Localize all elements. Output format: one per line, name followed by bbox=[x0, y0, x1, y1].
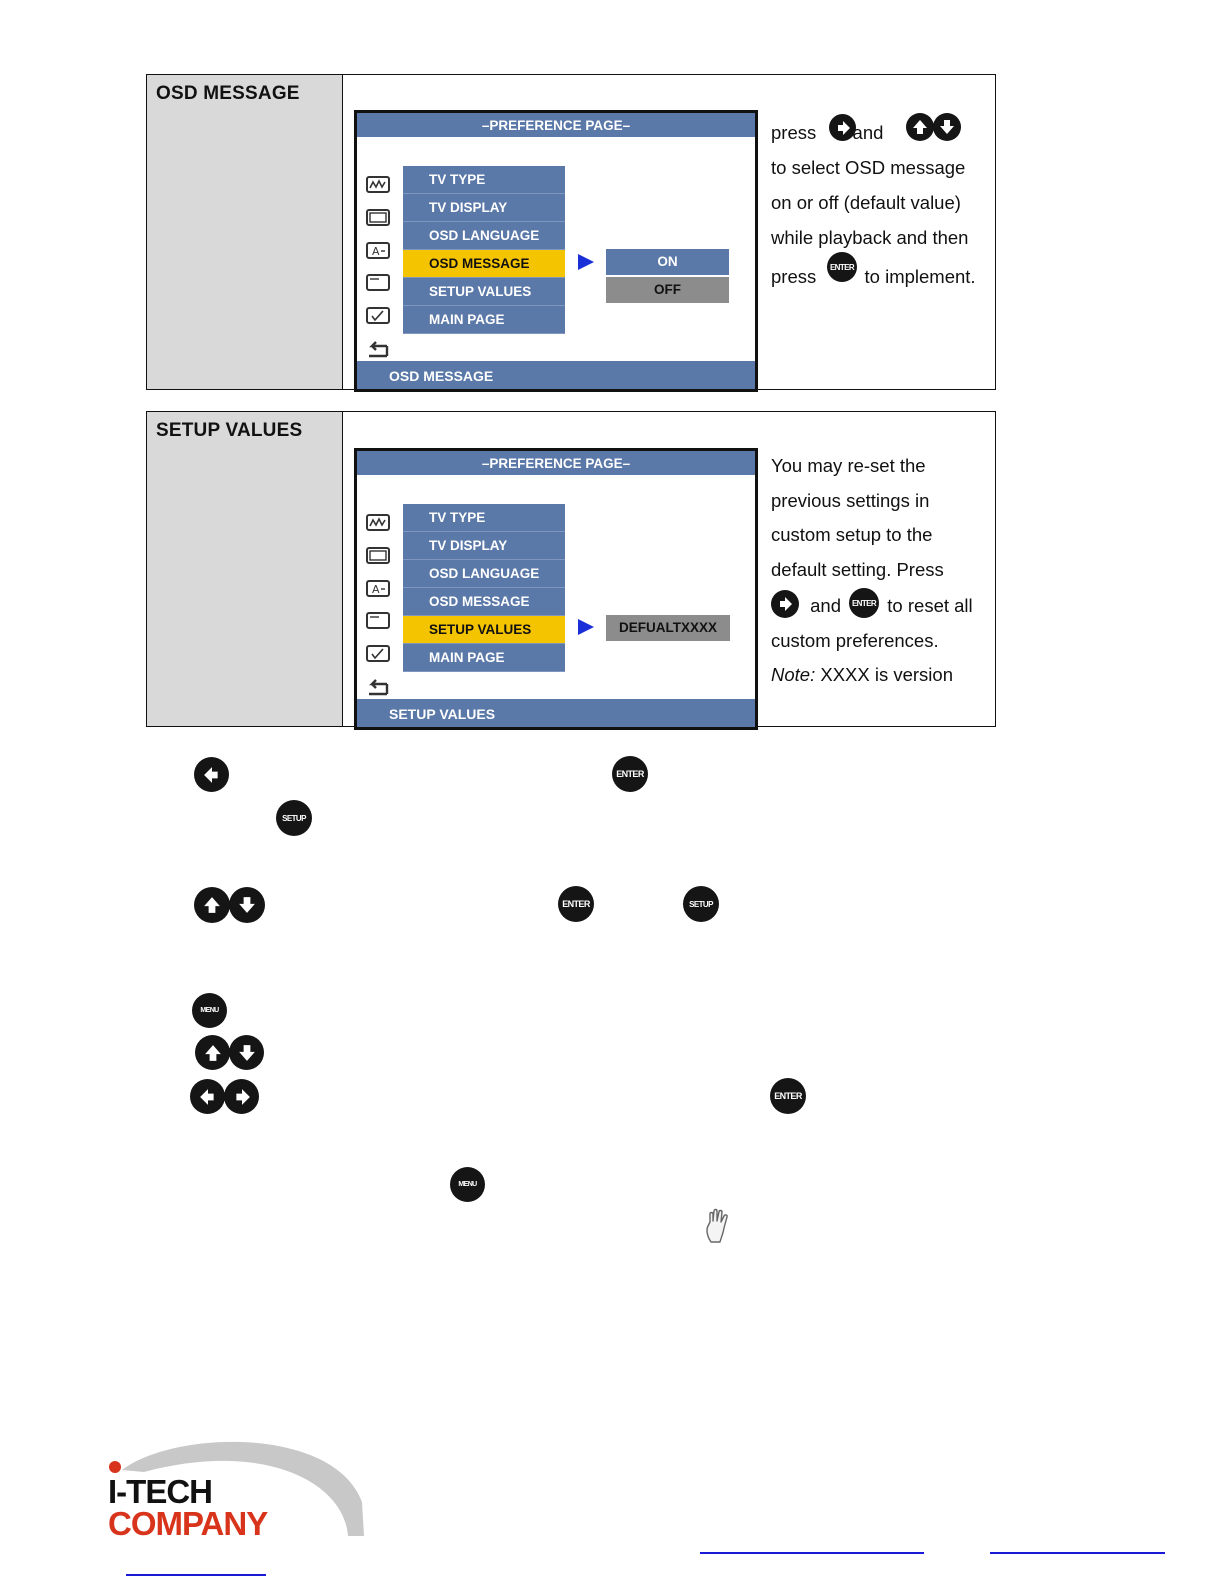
desc-text: to reset all bbox=[887, 595, 973, 616]
preference-menu: TV TYPE TV DISPLAY OSD LANGUAGE OSD MESS… bbox=[403, 504, 565, 672]
svg-text:A: A bbox=[372, 245, 380, 258]
selection-pointer-icon bbox=[578, 254, 594, 270]
enter-button-icon: ENTER bbox=[612, 756, 648, 792]
menu-item-tv-display[interactable]: TV DISPLAY bbox=[403, 532, 565, 560]
osd-screen: –PREFERENCE PAGE– A TV TYPE TV DISPLAY O… bbox=[354, 110, 758, 392]
hand-icon bbox=[706, 1208, 728, 1243]
desc-line: while playback and then bbox=[771, 227, 969, 248]
osd-message-row: OSD MESSAGE –PREFERENCE PAGE– A TV TYPE … bbox=[146, 74, 996, 392]
link-underline[interactable] bbox=[126, 1574, 266, 1576]
menu-item-main-page[interactable]: MAIN PAGE bbox=[403, 306, 565, 334]
row-label: OSD MESSAGE bbox=[156, 83, 300, 104]
osd-message-icon bbox=[366, 612, 390, 630]
desc-line: and to reset all bbox=[771, 589, 989, 624]
screen-header: –PREFERENCE PAGE– bbox=[357, 113, 755, 137]
setup-button-icon: SETUP bbox=[683, 886, 719, 922]
right-arrow-button-icon bbox=[224, 1079, 259, 1114]
desc-text: to implement. bbox=[864, 266, 976, 287]
tv-display-icon bbox=[366, 546, 390, 564]
enter-button-icon: ENTER bbox=[770, 1078, 806, 1114]
menu-button-icon: MENU bbox=[192, 993, 227, 1028]
enter-button-icon: ENTER bbox=[849, 588, 879, 618]
option-default[interactable]: DEFUALTXXXX bbox=[606, 615, 730, 641]
option-off[interactable]: OFF bbox=[606, 277, 729, 303]
row-description: press and to select OSD message on or of… bbox=[771, 115, 989, 294]
right-arrow-button-icon bbox=[829, 114, 856, 141]
row-label-cell: OSD MESSAGE bbox=[147, 75, 343, 389]
link-underline[interactable] bbox=[700, 1552, 924, 1554]
osd-screen: –PREFERENCE PAGE– A TV TYPE TV DISPLAY O… bbox=[354, 448, 758, 730]
osd-message-icon bbox=[366, 274, 390, 292]
desc-text: press bbox=[771, 266, 817, 287]
desc-line: Note: XXXX is version bbox=[771, 658, 989, 693]
desc-text: press bbox=[771, 122, 817, 143]
desc-line: to select OSD message bbox=[771, 157, 966, 178]
menu-item-osd-language[interactable]: OSD LANGUAGE bbox=[403, 560, 565, 588]
desc-line: press and bbox=[771, 115, 989, 150]
menu-icons: A bbox=[366, 513, 392, 710]
link-underline[interactable] bbox=[990, 1552, 1165, 1554]
down-arrow-button-icon bbox=[229, 1035, 264, 1070]
desc-line: previous settings in bbox=[771, 489, 930, 511]
desc-line: on or off (default value) bbox=[771, 192, 961, 213]
menu-item-setup-values[interactable]: SETUP VALUES bbox=[403, 278, 565, 306]
screen-footer: OSD MESSAGE bbox=[357, 361, 755, 389]
left-arrow-button-icon bbox=[190, 1079, 225, 1114]
screen-footer: SETUP VALUES bbox=[357, 699, 755, 727]
menu-item-tv-type[interactable]: TV TYPE bbox=[403, 166, 565, 194]
row-label-cell: SETUP VALUES bbox=[147, 412, 343, 726]
tv-type-icon bbox=[366, 514, 390, 531]
enter-button-icon: ENTER bbox=[827, 252, 857, 282]
company-logo: I-TECH COMPANY bbox=[108, 1441, 364, 1542]
setup-values-row: SETUP VALUES –PREFERENCE PAGE– A TV TYPE… bbox=[146, 411, 996, 730]
setup-button-icon: SETUP bbox=[276, 800, 312, 836]
logo-text-line1: I-TECH bbox=[108, 1473, 212, 1510]
up-arrow-button-icon bbox=[194, 887, 230, 923]
setup-values-icon bbox=[366, 645, 390, 663]
down-arrow-button-icon bbox=[229, 887, 265, 923]
menu-item-osd-message[interactable]: OSD MESSAGE bbox=[403, 250, 565, 278]
menu-item-setup-values[interactable]: SETUP VALUES bbox=[403, 616, 565, 644]
desc-line: default setting. Press bbox=[771, 558, 944, 580]
logo-text-line2: COMPANY bbox=[108, 1505, 268, 1542]
desc-text: and bbox=[810, 595, 842, 616]
svg-text:A: A bbox=[372, 583, 380, 596]
menu-icons: A bbox=[366, 175, 392, 372]
tv-type-icon bbox=[366, 176, 390, 193]
right-arrow-button-icon bbox=[771, 590, 799, 618]
setup-values-icon bbox=[366, 307, 390, 325]
row-label: SETUP VALUES bbox=[156, 420, 303, 441]
desc-line: You may re-set the bbox=[771, 455, 926, 476]
up-arrow-button-icon bbox=[906, 113, 934, 141]
enter-button-icon: ENTER bbox=[558, 886, 594, 922]
down-arrow-button-icon bbox=[933, 113, 961, 141]
main-page-icon bbox=[369, 679, 389, 696]
preference-menu: TV TYPE TV DISPLAY OSD LANGUAGE OSD MESS… bbox=[403, 166, 565, 334]
menu-button-icon: MENU bbox=[450, 1167, 485, 1202]
menu-item-osd-language[interactable]: OSD LANGUAGE bbox=[403, 222, 565, 250]
menu-item-main-page[interactable]: MAIN PAGE bbox=[403, 644, 565, 672]
desc-text: and bbox=[852, 122, 884, 143]
note-label: Note: bbox=[771, 664, 816, 685]
osd-language-icon: A bbox=[366, 241, 390, 259]
menu-item-tv-display[interactable]: TV DISPLAY bbox=[403, 194, 565, 222]
desc-line: custom preferences. bbox=[771, 629, 939, 651]
desc-text: XXXX is version bbox=[820, 664, 953, 685]
option-on[interactable]: ON bbox=[606, 249, 729, 275]
up-arrow-button-icon bbox=[195, 1035, 230, 1070]
menu-item-tv-type[interactable]: TV TYPE bbox=[403, 504, 565, 532]
row-description: You may re-set the previous settings in … bbox=[771, 449, 989, 693]
desc-line: press to implement. bbox=[771, 259, 989, 294]
left-arrow-button-icon bbox=[194, 757, 229, 792]
osd-language-icon: A bbox=[366, 579, 390, 597]
menu-item-osd-message[interactable]: OSD MESSAGE bbox=[403, 588, 565, 616]
desc-line: custom setup to the bbox=[771, 524, 933, 545]
screen-header: –PREFERENCE PAGE– bbox=[357, 451, 755, 475]
main-page-icon bbox=[369, 341, 389, 358]
selection-pointer-icon bbox=[578, 619, 594, 635]
tv-display-icon bbox=[366, 208, 390, 226]
